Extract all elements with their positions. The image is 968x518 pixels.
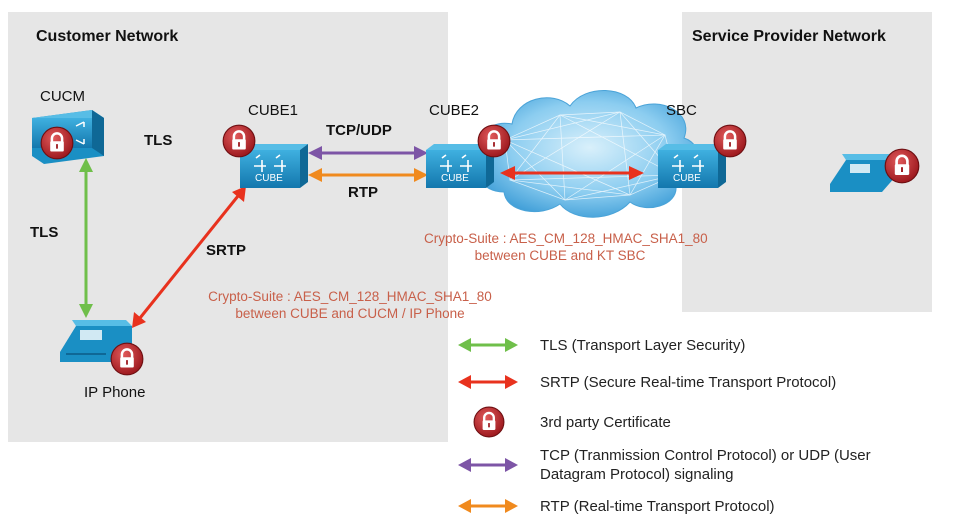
tcp-udp-label: TCP/UDP (326, 122, 392, 139)
cube1-label: CUBE1 (248, 102, 299, 119)
rtp-link-cube1-cube2 (308, 168, 428, 182)
sbc-certificate-lock-icon (713, 124, 747, 158)
ip-phone-label: IP Phone (84, 384, 146, 401)
srtp-link-cube2-sbc (500, 166, 644, 180)
customer-crypto-line2: between CUBE and CUCM / IP Phone (235, 306, 465, 321)
cube2-badge: CUBE (441, 173, 469, 184)
legend-tcp-udp-arrow-icon (458, 458, 518, 472)
customer-network-title: Customer Network (36, 28, 179, 45)
ip-phone-certificate-lock-icon (110, 342, 144, 376)
provider-crypto-line2: between CUBE and KT SBC (474, 248, 646, 263)
provider-phone-icon (830, 154, 896, 192)
tls-left-label: TLS (30, 224, 59, 241)
srtp-label: SRTP (206, 242, 247, 259)
legend-tls-text: TLS (Transport Layer Security) (540, 337, 746, 354)
legend-srtp-text: SRTP (Secure Real-time Transport Protoco… (540, 374, 837, 391)
cube1-badge: CUBE (255, 173, 283, 184)
customer-crypto-note: Crypto-Suite : AES_CM_128_HMAC_SHA1_80 b… (170, 288, 530, 322)
cube2-label: CUBE2 (429, 102, 480, 119)
sbc-badge: CUBE (673, 173, 701, 184)
tls-top-label: TLS (144, 132, 173, 149)
legend-rtp-text: RTP (Real-time Transport Protocol) (540, 498, 775, 515)
cucm-certificate-lock-icon (40, 126, 74, 160)
provider-phone-certificate-lock-icon (884, 148, 920, 184)
provider-crypto-note: Crypto-Suite : AES_CM_128_HMAC_SHA1_80 b… (424, 230, 708, 264)
cube1-router-icon (240, 144, 308, 188)
cube2-certificate-lock-icon (477, 124, 511, 158)
sbc-label: SBC (666, 102, 697, 119)
service-provider-network-title: Service Provider Network (692, 28, 886, 45)
legend-certificate-text: 3rd party Certificate (540, 414, 671, 431)
tcp-udp-link-cube1-cube2 (308, 146, 428, 160)
provider-crypto-line1: Crypto-Suite : AES_CM_128_HMAC_SHA1_80 (424, 231, 708, 246)
customer-network-region (8, 12, 448, 442)
legend-srtp-arrow-icon (458, 375, 518, 389)
legend-tls-arrow-icon (458, 338, 518, 352)
cucm-label: CUCM (40, 88, 85, 105)
srtp-link-cube1-phone (132, 186, 246, 328)
legend-certificate-lock-icon (473, 406, 505, 438)
tls-link-cucm-phone (79, 158, 93, 318)
legend-rtp-arrow-icon (458, 499, 518, 513)
rtp-label: RTP (348, 184, 378, 201)
cube1-certificate-lock-icon (222, 124, 256, 158)
legend-tcp-udp-text: TCP (Tranmission Control Protocol) or UD… (540, 447, 871, 483)
customer-crypto-line1: Crypto-Suite : AES_CM_128_HMAC_SHA1_80 (208, 289, 492, 304)
